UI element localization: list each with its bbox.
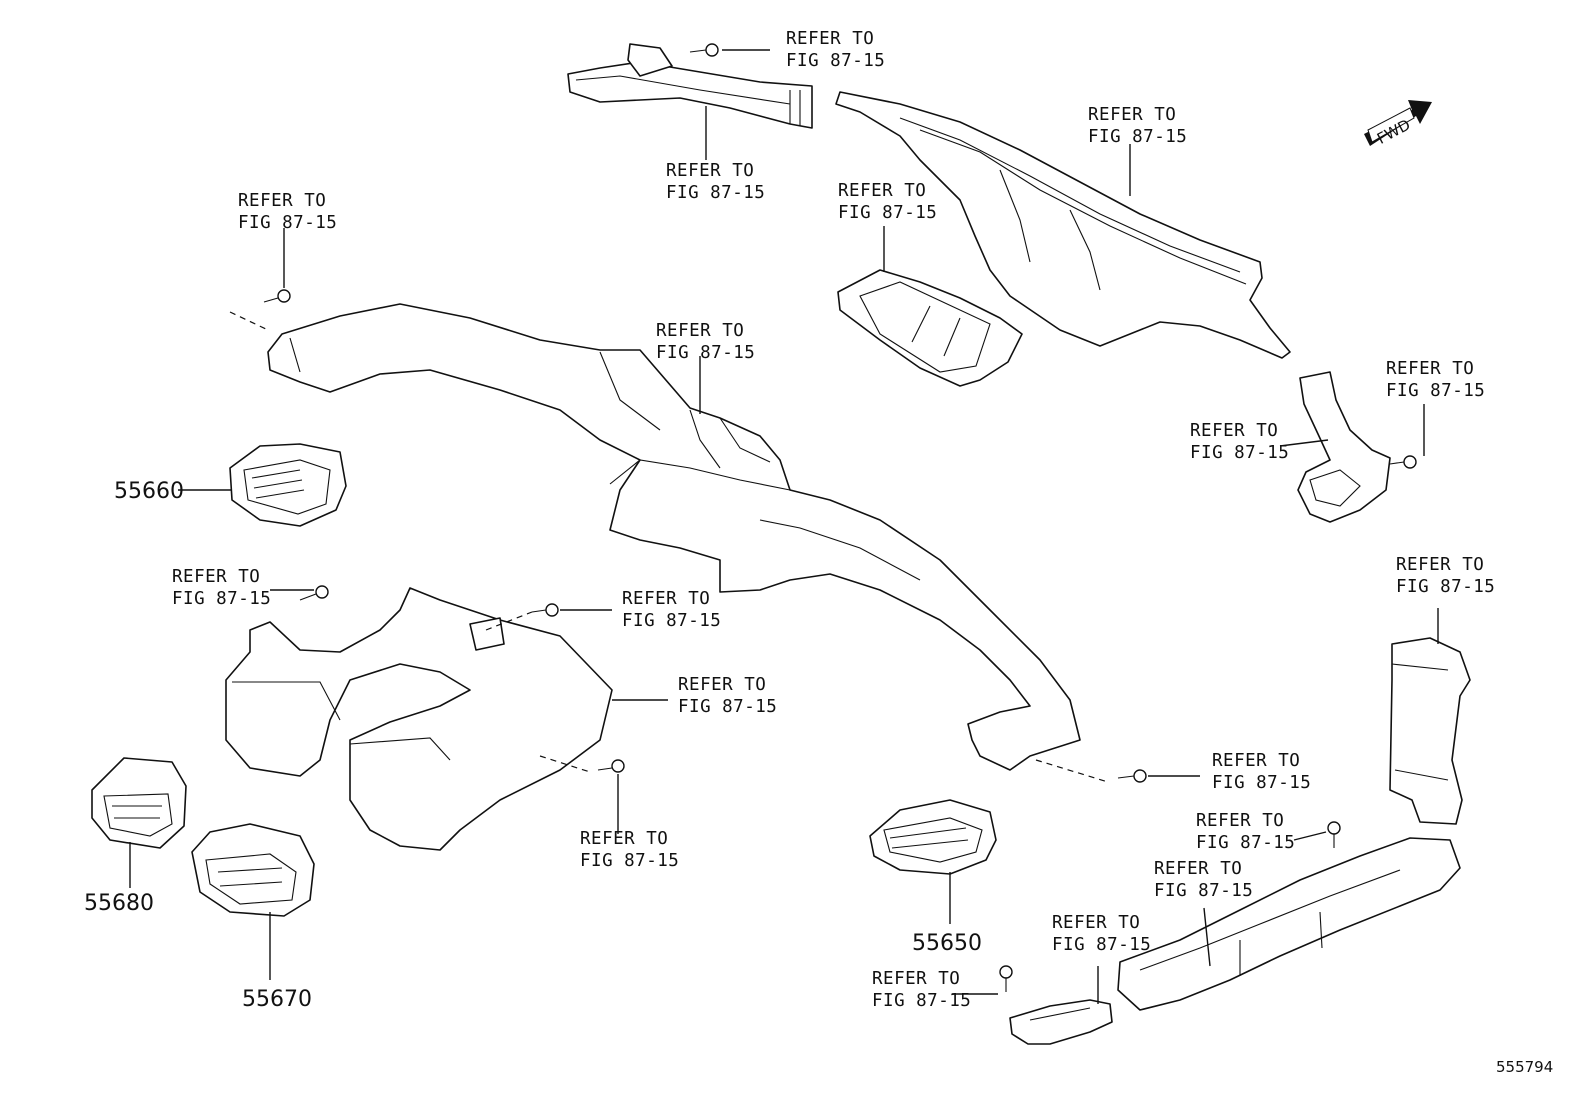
callout-12-line2: FIG 87-15 xyxy=(1396,577,1495,597)
dashed-line-right xyxy=(1035,759,1109,783)
callout-8-line2: FIG 87-15 xyxy=(1190,443,1289,463)
dashed-line-lower xyxy=(539,755,591,773)
vent-55650 xyxy=(869,799,997,875)
callout-5-line1: REFER TO xyxy=(238,191,326,211)
defroster-duct xyxy=(835,91,1291,359)
callout-6-line1: REFER TO xyxy=(656,321,744,341)
callout-13-line1: REFER TO xyxy=(1212,751,1300,771)
illustration-id: 555794 xyxy=(1496,1058,1553,1076)
callout-6-line2: FIG 87-15 xyxy=(656,343,755,363)
top-duct-upper xyxy=(567,43,813,129)
callout-17-line1: REFER TO xyxy=(872,969,960,989)
vent-55660 xyxy=(229,443,347,527)
callout-7-line2: FIG 87-15 xyxy=(1386,381,1485,401)
callout-18-line2: FIG 87-15 xyxy=(580,851,679,871)
callout-16-line2: FIG 87-15 xyxy=(1052,935,1151,955)
callout-13-line2: FIG 87-15 xyxy=(1212,773,1311,793)
leader-right-duct xyxy=(1279,439,1329,447)
callout-3-line1: REFER TO xyxy=(1088,105,1176,125)
callout-18-line1: REFER TO xyxy=(580,829,668,849)
callout-14-line2: FIG 87-15 xyxy=(1196,833,1295,853)
callout-15-line1: REFER TO xyxy=(1154,859,1242,879)
main-air-duct xyxy=(267,303,1081,771)
callout-15-line2: FIG 87-15 xyxy=(1154,881,1253,901)
callout-3-line2: FIG 87-15 xyxy=(1088,127,1187,147)
screw-bottom xyxy=(999,965,1013,992)
dashed-line-center xyxy=(485,611,533,631)
part-number-55680: 55680 xyxy=(84,891,154,916)
callout-8-line1: REFER TO xyxy=(1190,421,1278,441)
callout-17-line2: FIG 87-15 xyxy=(872,991,971,1011)
leader-right-lower-screw xyxy=(1293,831,1327,841)
screw-right-upper xyxy=(1389,455,1417,469)
callout-4-line1: REFER TO xyxy=(838,181,926,201)
part-number-55670: 55670 xyxy=(242,987,312,1012)
callout-9-line2: FIG 87-15 xyxy=(172,589,271,609)
screw-top-center xyxy=(689,43,719,57)
screw-left-middle xyxy=(299,585,329,601)
screw-center-lower xyxy=(597,759,625,773)
fwd-arrow-icon: FWD xyxy=(1364,100,1432,148)
screw-right-lower xyxy=(1327,821,1341,848)
callout-2-line2: FIG 87-15 xyxy=(666,183,765,203)
callout-12-line1: REFER TO xyxy=(1396,555,1484,575)
vent-55680 xyxy=(91,757,187,849)
right-side-duct-upper xyxy=(1297,371,1391,523)
callout-1-line1: REFER TO xyxy=(786,29,874,49)
leader-floor-duct xyxy=(1203,907,1211,967)
part-number-55650: 55650 xyxy=(912,931,982,956)
dashed-line-left xyxy=(229,311,269,331)
callout-4-line2: FIG 87-15 xyxy=(838,203,937,223)
screw-left-upper xyxy=(263,289,291,303)
callout-9-line1: REFER TO xyxy=(172,567,260,587)
callout-11-line1: REFER TO xyxy=(678,675,766,695)
callout-16-line1: REFER TO xyxy=(1052,913,1140,933)
part-number-55660: 55660 xyxy=(114,479,184,504)
callout-2-line1: REFER TO xyxy=(666,161,754,181)
floor-duct-small xyxy=(1009,999,1113,1045)
center-vent-frame xyxy=(837,269,1023,387)
vent-55670 xyxy=(191,823,315,917)
callout-10-line1: REFER TO xyxy=(622,589,710,609)
screw-right-middle xyxy=(1117,769,1147,783)
callout-11-line2: FIG 87-15 xyxy=(678,697,777,717)
callout-7-line1: REFER TO xyxy=(1386,359,1474,379)
callout-5-line2: FIG 87-15 xyxy=(238,213,337,233)
callout-10-line2: FIG 87-15 xyxy=(622,611,721,631)
callout-14-line1: REFER TO xyxy=(1196,811,1284,831)
right-vertical-duct xyxy=(1389,637,1471,825)
callout-1-line2: FIG 87-15 xyxy=(786,51,885,71)
lower-center-duct xyxy=(225,587,613,851)
floor-duct-right xyxy=(1117,837,1461,1011)
screw-center xyxy=(531,603,559,617)
